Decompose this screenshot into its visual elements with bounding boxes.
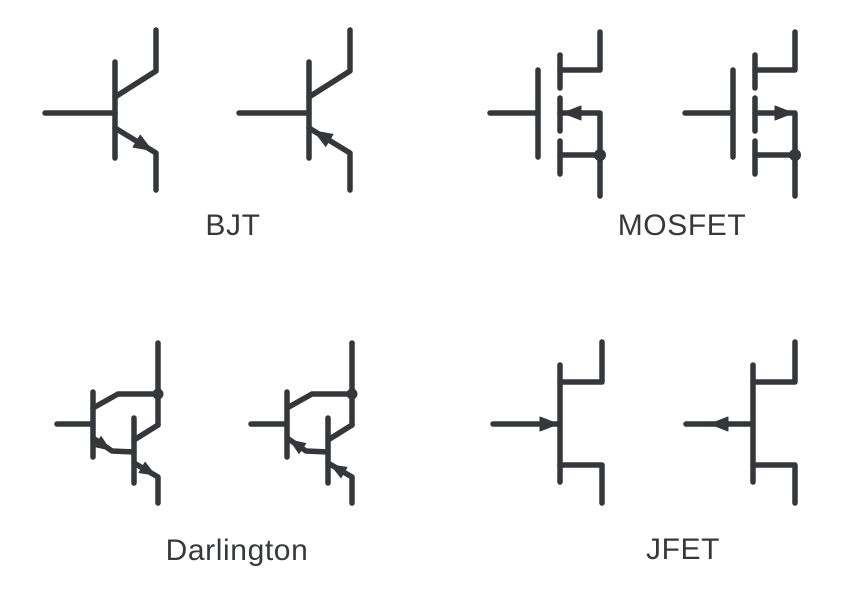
mosfet-label: MOSFET — [617, 209, 747, 242]
pnp-bjt-symbol — [236, 27, 353, 193]
n-channel-jfet-symbol — [490, 339, 605, 506]
p-channel-jfet-symbol — [683, 339, 798, 506]
pnp-darlington-symbol — [248, 340, 358, 506]
darlington-label: Darlington — [165, 534, 309, 567]
bjt-label: BJT — [205, 209, 261, 242]
npn-darlington-symbol — [54, 340, 164, 506]
n-channel-mosfet-symbol — [487, 29, 606, 199]
jfet-label: JFET — [645, 533, 721, 566]
p-channel-mosfet-symbol — [682, 29, 801, 199]
npn-bjt-symbol — [42, 27, 159, 193]
